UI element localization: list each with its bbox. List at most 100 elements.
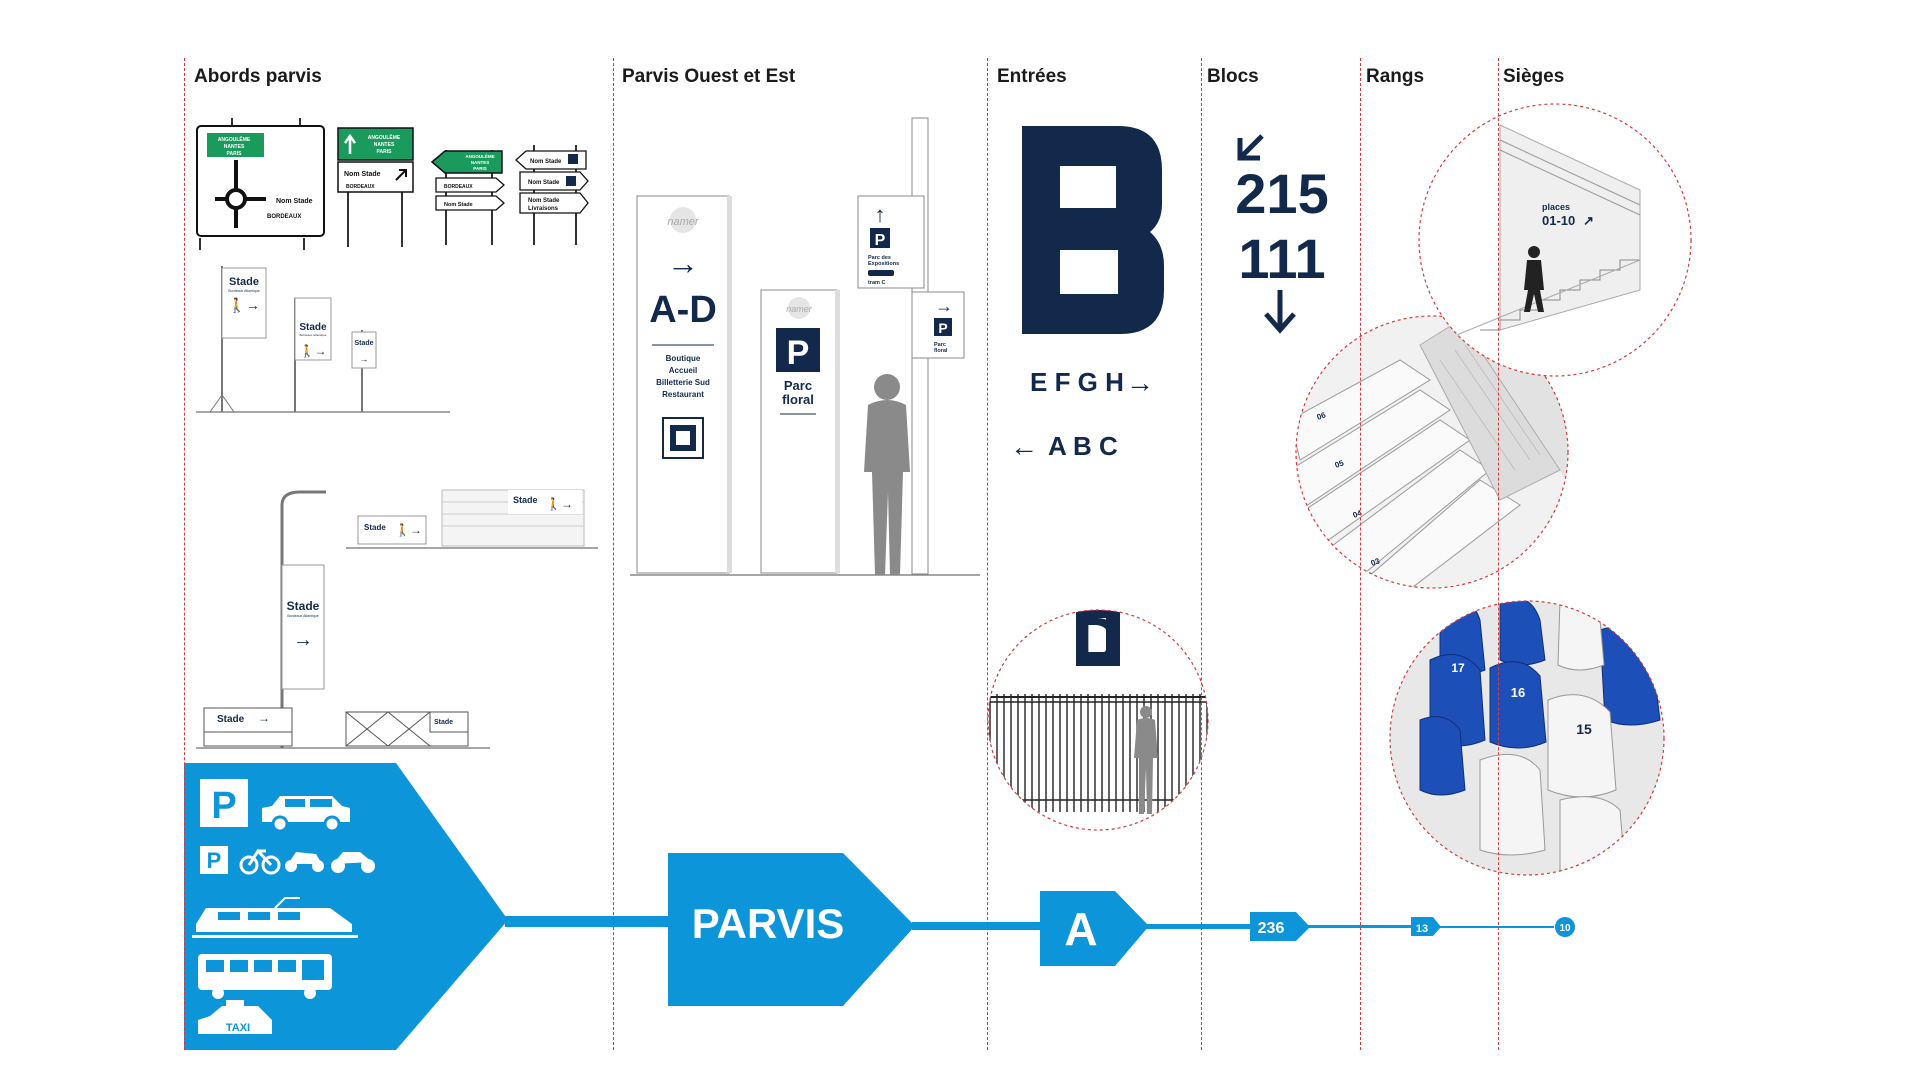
svg-text:Bordeaux Atlantique: Bordeaux Atlantique xyxy=(300,333,327,337)
flow-connector xyxy=(505,916,670,927)
svg-text:P: P xyxy=(875,232,886,249)
svg-text:Nom Stade: Nom Stade xyxy=(344,171,381,178)
entrance-letter: B xyxy=(1092,339,1093,341)
svg-text:Billetterie Sud: Billetterie Sud xyxy=(656,378,710,387)
taxi-icon: TAXI xyxy=(198,1000,272,1034)
svg-text:PARIS: PARIS xyxy=(473,166,486,171)
svg-text:Parc: Parc xyxy=(784,378,812,393)
svg-text:PARIS: PARIS xyxy=(377,149,393,155)
svg-text:Stade: Stade xyxy=(434,719,453,726)
flow-bloc-label: 236 xyxy=(1258,920,1285,937)
svg-text:→: → xyxy=(1126,367,1154,398)
entree-block xyxy=(1040,891,1149,966)
svg-text:17: 17 xyxy=(1451,661,1465,675)
svg-text:06: 06 xyxy=(1316,410,1328,422)
svg-text:NANTES: NANTES xyxy=(471,160,490,165)
wall-signs: Stade 🚶→ Stade 🚶→ xyxy=(346,489,598,549)
svg-text:Stade: Stade xyxy=(354,340,373,347)
flow-band: PARVIS A 236 13 10 P P xyxy=(184,763,1575,1050)
bloc-down-number: 111 xyxy=(1238,227,1325,290)
arrow-signs-left: ANGOULÊME NANTES PARIS BORDEAUX Nom Stad… xyxy=(430,150,505,245)
flow-parvis-label: PARVIS xyxy=(692,900,845,947)
gate-view: D xyxy=(987,604,1209,831)
flow-rang-label: 13 xyxy=(1416,923,1428,935)
svg-text:Parc des: Parc des xyxy=(868,255,891,261)
person-silhouette xyxy=(864,374,910,575)
section-label-entrees: Entrées xyxy=(997,66,1067,87)
rang-block xyxy=(1411,917,1441,936)
divider-blocs xyxy=(1201,58,1202,1050)
svg-text:ANGOULÊME: ANGOULÊME xyxy=(218,135,251,143)
siege-dot xyxy=(1555,917,1575,937)
svg-text:Nom Stade: Nom Stade xyxy=(528,198,560,204)
divider-rangs xyxy=(1360,58,1361,1050)
svg-text:ANGOULÊME: ANGOULÊME xyxy=(368,133,401,141)
divider-sieges xyxy=(1498,58,1499,1050)
car-icon xyxy=(262,796,350,833)
svg-text:03: 03 xyxy=(1370,556,1382,568)
svg-text:Restaurant: Restaurant xyxy=(662,390,704,399)
svg-text:P: P xyxy=(211,785,236,827)
lamp-post-sign: Stade Bordeaux Atlantique → Stade → Stad… xyxy=(196,490,490,749)
svg-text:P: P xyxy=(938,320,947,336)
svg-text:P: P xyxy=(207,848,222,873)
svg-text:namer: namer xyxy=(786,304,813,314)
small-parking-icon: P xyxy=(200,846,228,874)
svg-text:Stade: Stade xyxy=(364,523,386,532)
svg-text:Accueil: Accueil xyxy=(669,366,697,375)
svg-text:Stade: Stade xyxy=(229,276,259,288)
divider-parvis xyxy=(613,58,614,1050)
section-label-parvis: Parvis Ouest et Est xyxy=(622,66,796,87)
scooter-icon xyxy=(285,852,324,872)
arrow-signs-right: Nom Stade Nom Stade Nom Stade Livraisons xyxy=(515,145,589,245)
svg-text:Nom Stade: Nom Stade xyxy=(444,202,473,208)
svg-text:PARIS: PARIS xyxy=(227,151,243,157)
seats-view: 17 16 15 xyxy=(1389,600,1665,876)
svg-text:→: → xyxy=(667,245,699,281)
svg-text:Parc: Parc xyxy=(934,342,946,348)
svg-text:Stade: Stade xyxy=(287,599,320,613)
bloc-block xyxy=(1250,912,1310,941)
parvis-totems: namer → A-D Boutique Accueil Billetterie… xyxy=(630,117,980,576)
svg-text:NANTES: NANTES xyxy=(224,144,245,150)
svg-text:01-10: 01-10 xyxy=(1542,213,1575,228)
gate-letter: D xyxy=(1075,604,1121,676)
svg-text:↗: ↗ xyxy=(1583,213,1594,228)
totem-range: A-D xyxy=(649,289,717,331)
stairs-view: places 01-10 ↗ xyxy=(1418,103,1692,377)
svg-text:Stade: Stade xyxy=(299,322,327,333)
svg-text:Nom Stade: Nom Stade xyxy=(530,159,562,165)
svg-text:Nom Stade: Nom Stade xyxy=(528,180,560,186)
direction-sign-green: ANGOULÊME NANTES PARIS Nom Stade BORDEAU… xyxy=(337,127,414,247)
flow-siege-label: 10 xyxy=(1559,923,1571,934)
section-label-abords-parvis: Abords parvis xyxy=(194,66,322,87)
svg-text:04: 04 xyxy=(1352,508,1364,520)
svg-text:🚶→: 🚶→ xyxy=(546,497,573,511)
svg-text:Bordeaux Atlantique: Bordeaux Atlantique xyxy=(228,289,259,293)
roundabout-sign: ANGOULÊME NANTES PARIS Nom Stade BORDEAU… xyxy=(196,118,325,250)
svg-text:→: → xyxy=(935,296,953,316)
svg-text:NANTES: NANTES xyxy=(374,142,395,148)
divider-abords xyxy=(184,58,185,1050)
section-label-blocs: Blocs xyxy=(1207,66,1259,87)
section-label-rangs: Rangs xyxy=(1366,66,1425,87)
svg-text:places: places xyxy=(1542,202,1570,212)
svg-text:→: → xyxy=(258,711,270,725)
bloc-numbers: 215 111 xyxy=(1235,134,1329,334)
flag-signs: Stade Bordeaux Atlantique 🚶→ Stade Borde… xyxy=(196,266,450,413)
entrance-b-sign: B E F G H → ← A B C xyxy=(1010,126,1164,462)
svg-text:→: → xyxy=(293,629,313,651)
taxi-label: TAXI xyxy=(226,1022,250,1034)
svg-text:15: 15 xyxy=(1576,721,1592,737)
svg-text:BORDEAUX: BORDEAUX xyxy=(444,184,473,190)
svg-text:Expositions: Expositions xyxy=(868,261,899,267)
svg-text:16: 16 xyxy=(1511,685,1525,700)
entrance-row-right: E F G H xyxy=(1030,367,1124,397)
parking-icon: P xyxy=(200,779,248,827)
svg-text:🚶→: 🚶→ xyxy=(300,344,327,358)
svg-text:Nom Stade: Nom Stade xyxy=(276,198,313,205)
tram-icon xyxy=(192,897,358,938)
svg-text:tram C: tram C xyxy=(868,280,885,286)
bloc-up-number: 215 xyxy=(1235,162,1328,225)
